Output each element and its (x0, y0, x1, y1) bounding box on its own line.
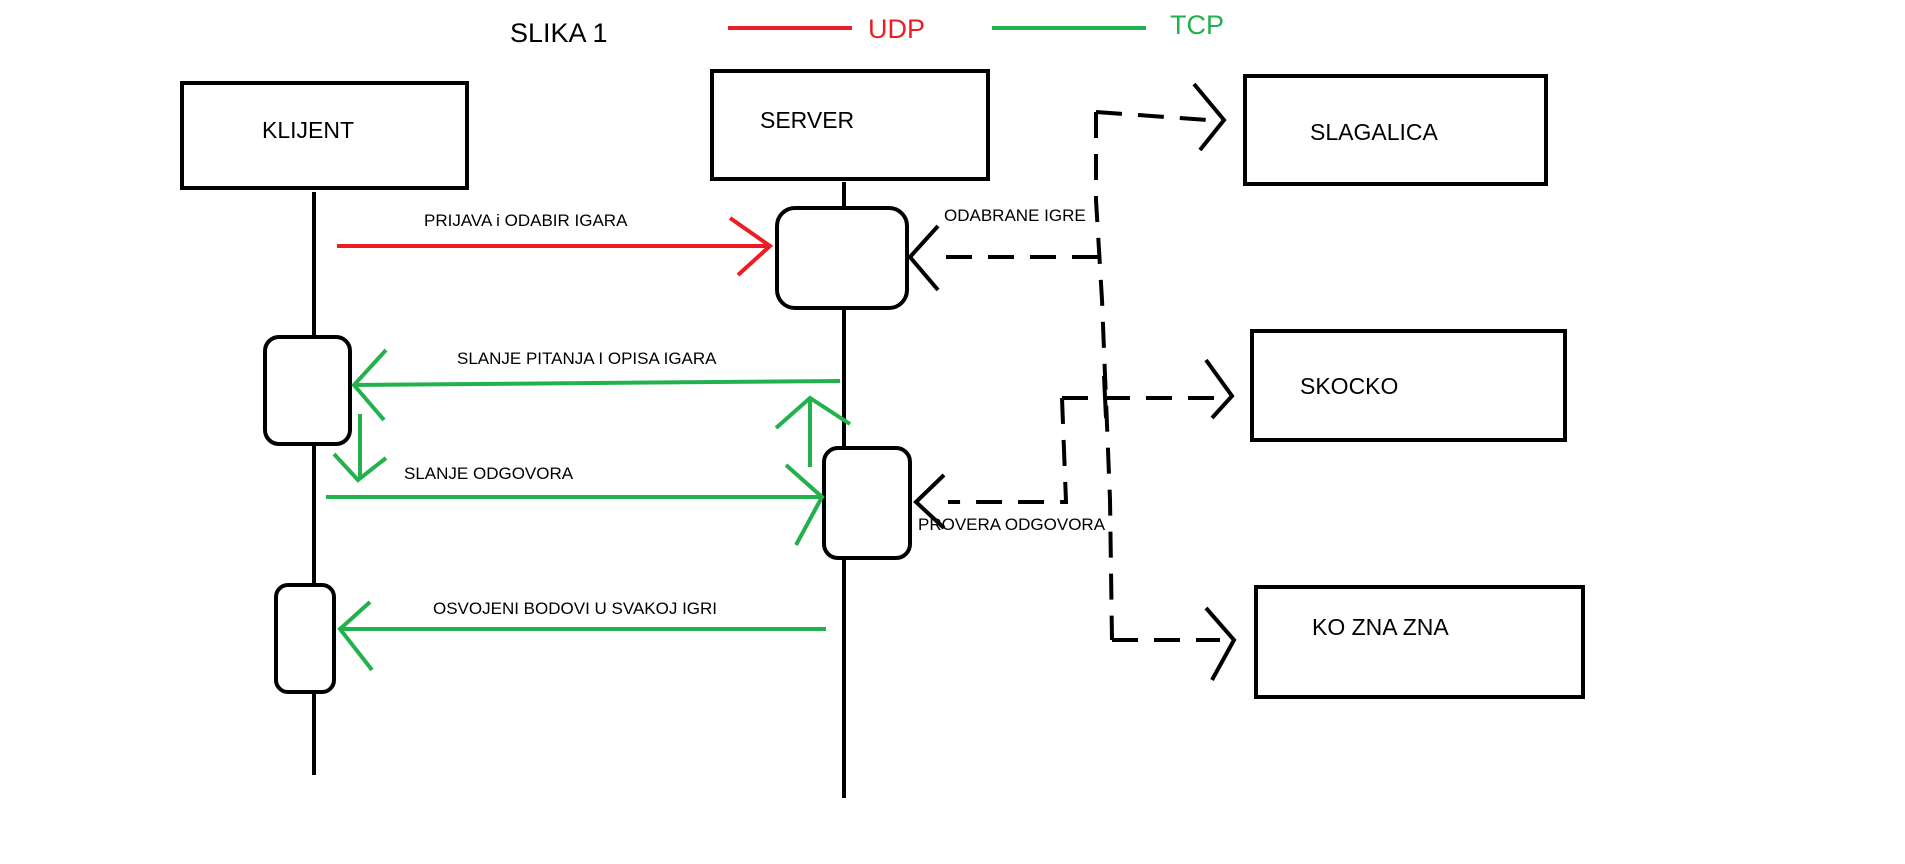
legend-udp-label: UDP (868, 14, 925, 44)
client-activation-2 (274, 583, 336, 694)
game-label-skocko: SKOCKO (1300, 373, 1398, 399)
server-label: SERVER (760, 107, 854, 133)
tcp-server-up-arrowhead (774, 395, 852, 430)
msg-send-questions: SLANJE PITANJA I OPISA IGARA (457, 349, 717, 368)
dashed-check-answers-line (948, 397, 1069, 504)
game-label-ko-zna-zna: KO ZNA ZNA (1312, 614, 1449, 640)
msg-points: OSVOJENI BODOVI U SVAKOJ IGRI (433, 599, 717, 618)
msg-selected-games: ODABRANE IGRE (944, 206, 1086, 225)
dashed-to-ko-zna-zna-arrowhead (1204, 606, 1237, 681)
server-activation-2 (822, 446, 912, 560)
dashed-to-skocko-arrowhead (1204, 358, 1235, 420)
client-label: KLIJENT (262, 117, 354, 143)
tcp-points-arrowhead (337, 600, 374, 672)
game-label-slagalica: SLAGALICA (1310, 119, 1438, 145)
game-box-slagalica (1243, 74, 1548, 186)
dashed-selected-games-arrowhead (907, 224, 940, 292)
game-box-ko-zna-zna (1254, 585, 1585, 699)
client-box (180, 81, 469, 190)
msg-send-answers: SLANJE ODGOVORA (404, 464, 574, 483)
msg-login: PRIJAVA i ODABIR IGARA (424, 211, 628, 230)
server-box (710, 69, 990, 181)
bus-cross-mark (1102, 375, 1108, 419)
legend-tcp-label: TCP (1170, 10, 1224, 40)
server-activation-1 (775, 206, 909, 310)
dashed-to-slagalica-arrowhead (1192, 82, 1227, 152)
game-box-skocko (1250, 329, 1567, 442)
tcp-client-down-arrowhead (332, 452, 388, 483)
msg-check-answers: PROVERA ODGOVORA (918, 515, 1106, 534)
diagram-title: SLIKA 1 (510, 18, 608, 48)
client-activation-1 (263, 335, 352, 446)
udp-login-arrowhead (728, 216, 774, 277)
tcp-questions-arrow-shaft (353, 379, 841, 387)
tcp-questions-arrowhead (351, 348, 388, 422)
tcp-answers-arrowhead (784, 463, 825, 546)
dashed-games-bus (1094, 112, 1114, 641)
dashed-check-answers-arrowhead (913, 473, 946, 530)
dashed-to-slagalica (1095, 110, 1209, 122)
